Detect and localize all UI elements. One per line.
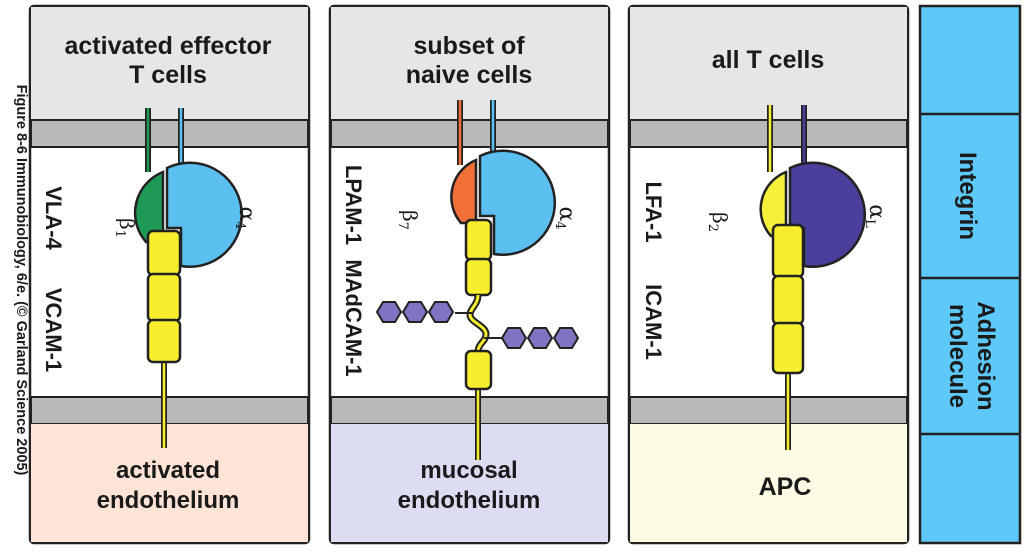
adhesion-domain-2 xyxy=(464,257,493,297)
beta-subunit xyxy=(759,170,788,238)
apc-membrane xyxy=(629,396,908,425)
bottom-cell-label-line2: endothelium xyxy=(398,487,541,514)
legend-integrin-label: Integrin xyxy=(954,152,981,240)
t-cell-body xyxy=(331,7,608,120)
glycan-hexagon xyxy=(401,301,429,323)
adhesion-domain-3 xyxy=(464,349,493,391)
adhesion-domain-1 xyxy=(771,223,805,279)
integrin-name: LFA-1 xyxy=(641,181,666,242)
t-cell-membrane xyxy=(330,119,609,148)
glycan-hexagon xyxy=(500,327,528,349)
t-cell-membrane xyxy=(30,119,309,148)
top-cell-label-line2: T cells xyxy=(129,61,207,89)
integrin-name: LPAM-1 xyxy=(341,165,366,245)
panel-lfa1: all T cells APC LFA-1 ICAM-1 β2 αL xyxy=(627,4,910,545)
glycan-hexagon xyxy=(526,327,554,349)
glycan-hexagon xyxy=(427,301,455,323)
panel-vla4: activated effector T cells activated end… xyxy=(28,4,311,545)
beta-subunit xyxy=(450,158,478,225)
alpha-subunit xyxy=(478,149,557,256)
endothelium-body xyxy=(331,424,608,542)
adhesion-name: VCAM-1 xyxy=(41,288,66,372)
adhesion-domain-2 xyxy=(771,274,805,326)
bottom-cell-label: APC xyxy=(759,473,812,501)
adhesion-name: MAdCAM-1 xyxy=(341,259,366,376)
side-legend: Integrin Adhesion molecule xyxy=(918,4,1022,545)
figure-caption: Figure 8-6 Immunobiology, 6/e. (© Garlan… xyxy=(13,85,29,476)
bottom-cell-label-line2: endothelium xyxy=(97,487,240,514)
beta-subunit xyxy=(133,170,165,244)
adhesion-domain-1 xyxy=(464,218,493,262)
apc-body xyxy=(630,424,907,542)
t-cell-body xyxy=(31,7,308,120)
top-cell-label-line2: naive cells xyxy=(406,61,532,89)
adhesion-name: ICAM-1 xyxy=(641,284,666,360)
endothelium-body xyxy=(31,424,308,542)
endothelium-membrane xyxy=(30,396,309,425)
adhesion-domain-1 xyxy=(146,229,182,277)
integrin-name: VLA-4 xyxy=(41,186,66,250)
adhesion-domain-3 xyxy=(771,321,805,375)
legend-adhesion-line1: Adhesion xyxy=(972,301,999,410)
top-cell-label-line1: subset of xyxy=(413,32,525,60)
top-cell-label: all T cells xyxy=(712,46,825,74)
mucin-linker-color xyxy=(468,294,488,353)
bottom-cell-label-line1: mucosal xyxy=(420,457,517,484)
t-cell-body xyxy=(630,7,907,120)
bottom-cell-label-line1: activated xyxy=(116,457,220,484)
endothelium-membrane xyxy=(330,396,609,425)
legend-frame xyxy=(918,4,1022,545)
panel-lpam1: subset of naive cells mucosal endotheliu… xyxy=(328,4,611,545)
glycan-hexagon xyxy=(552,327,580,349)
alpha-subunit xyxy=(165,161,244,268)
alpha-subunit xyxy=(788,161,867,268)
adhesion-domain-3 xyxy=(146,318,182,364)
legend-adhesion-line2: molecule xyxy=(944,304,971,408)
top-cell-label-line1: activated effector xyxy=(64,32,271,60)
adhesion-domain-2 xyxy=(146,272,182,323)
glycan-hexagon xyxy=(375,301,403,323)
